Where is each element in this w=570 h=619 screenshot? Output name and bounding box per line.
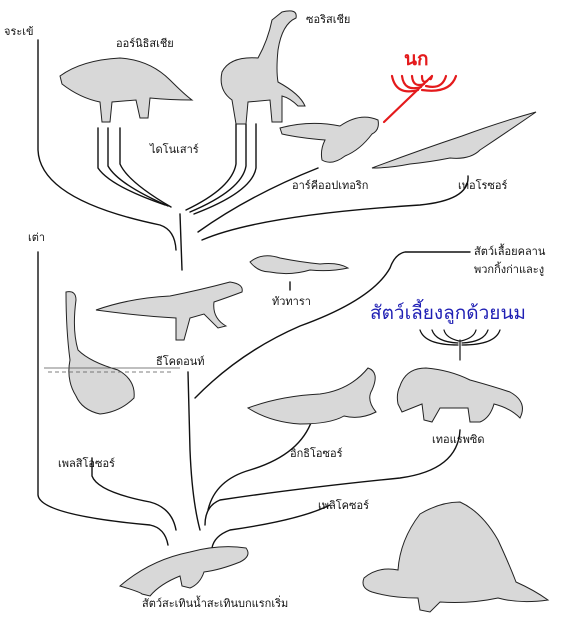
sauropod-illustration [220,10,306,125]
label-dinosaurs: ไดโนเสาร์ [150,143,199,156]
label-amphibian-ancestor: สัตว์สะเทินน้ำสะเทินบกแรกเริ่ม [142,597,289,610]
label-saurischia: ซอริสเชีย [306,13,351,26]
label-thecodont: ธีโคดอนท์ [156,355,205,368]
label-therapsid: เทอแรพซิด [432,433,485,446]
archaeopteryx-illustration [279,116,379,163]
triceratops-illustration [59,57,194,123]
label-tuatara: ทัวทารา [272,295,311,308]
label-lizards-snakes-2: พวกกิ้งก่าและงู [474,263,545,276]
pterosaur-illustration [371,111,537,169]
label-pelycosaur: เพลิโคซอร์ [318,499,369,512]
label-ichthyosaur: อิกธิโอซอร์ [290,447,343,460]
plesiosaur-illustration [65,291,135,415]
label-birds: นก [404,48,429,70]
dimetrodon-illustration [362,501,550,613]
tuatara-illustration [249,255,350,275]
therapsid-illustration [396,367,523,423]
label-ornithischia: ออร์นิธิสเชีย [116,37,174,50]
label-lizards-snakes: สัตว์เลื้อยคลาน [474,245,546,258]
label-archaeopteryx: อาร์คีออปเทอริก [292,179,369,192]
label-pterosaurs: เทอโรซอร์ [458,179,508,192]
label-plesiosaur: เพลสิโอซอร์ [58,457,115,470]
water-surface [44,367,180,373]
label-crocodiles: จระเข้ [4,25,34,38]
amphibian-ancestor-illustration [118,546,249,597]
label-mammals: สัตว์เลี้ยงลูกด้วยนม [370,302,526,324]
label-turtles: เต่า [28,231,46,244]
thecodont-illustration [95,281,243,341]
ichthyosaur-illustration [246,367,377,425]
